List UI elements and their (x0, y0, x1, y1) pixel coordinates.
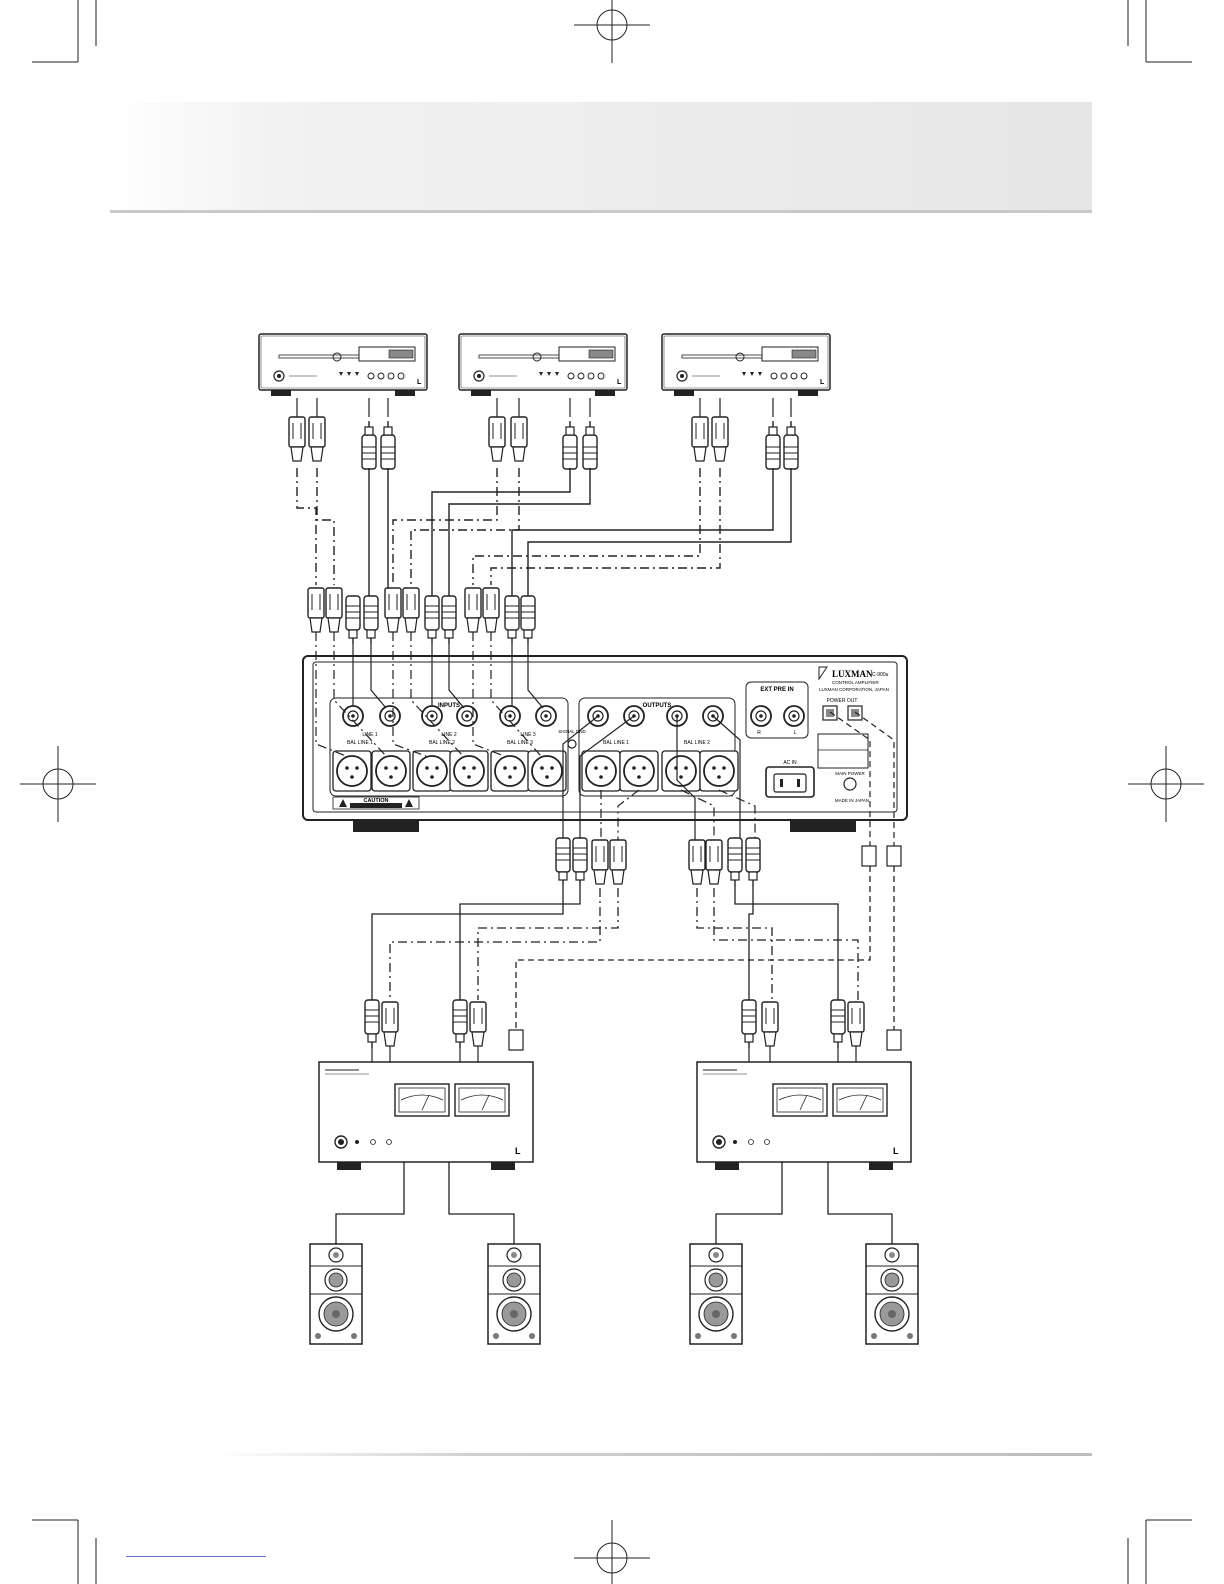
inputs-label: INPUTS (438, 703, 460, 709)
caution-label: CAUTION (363, 798, 388, 804)
source-component-2 (459, 334, 627, 396)
source-cables (297, 468, 791, 600)
power-out-label: POWER OUT (827, 698, 858, 704)
out-bal-line-label-2: BAL LINE 2 (684, 740, 710, 746)
preamp-input-plugs (308, 588, 535, 644)
ext-l-label: L (794, 730, 797, 736)
speaker-2 (488, 1244, 540, 1344)
line-label-1: LINE 1 (362, 732, 378, 738)
main-power-label: MAIN POWER (835, 771, 865, 776)
signal-gnd-label: SIGNAL GND (558, 729, 586, 734)
brand-logo: LUXMAN (832, 669, 873, 679)
registration-mark-icon (574, 1520, 650, 1584)
bal-line-label-3: BAL LINE 3 (507, 740, 533, 746)
source-component-1 (259, 334, 427, 396)
power-amp-right (697, 1062, 911, 1170)
preamp-rear-panel: INPUTS LINE 1 LINE 2 LINE 3 BAL LINE 1 B… (303, 656, 907, 832)
ext-r-label: R (757, 730, 761, 736)
bal-line-label-1: BAL LINE 1 (347, 740, 373, 746)
speaker-4 (866, 1244, 918, 1344)
preamp-output-plugs (556, 838, 901, 886)
source-component-3 (662, 334, 830, 396)
speaker-3 (690, 1244, 742, 1344)
speaker-1 (310, 1244, 362, 1344)
ext-pre-in-label: EXT PRE IN (760, 687, 793, 693)
registration-mark-icon (20, 746, 96, 822)
model-label: C-900u (872, 672, 889, 678)
subtitle-label: CONTROL AMPLIFIER (832, 680, 879, 685)
maker-label: LUXMAN CORPORATION, JAPAN (819, 687, 889, 692)
outputs-label: OUTPUTS (643, 703, 672, 709)
ac-in-label: AC IN (783, 760, 797, 766)
power-amp-input-plugs (365, 1000, 901, 1050)
bal-line-label-2: BAL LINE 2 (429, 740, 455, 746)
source-plugs (289, 417, 798, 469)
registration-mark-icon (1128, 746, 1204, 822)
power-amp-left (319, 1062, 533, 1170)
registration-mark-icon (574, 0, 650, 63)
made-in-label: MADE IN JAPAN (835, 798, 869, 803)
out-bal-line-label-1: BAL LINE 1 (603, 740, 629, 746)
